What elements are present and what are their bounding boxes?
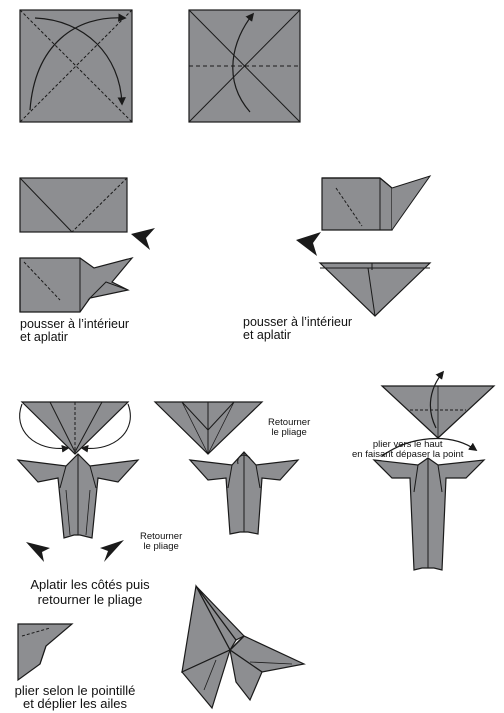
push-arrow-icon <box>26 542 50 562</box>
step-3-rectangle-squash <box>20 178 155 312</box>
step-1-square-diagonal-folds <box>20 10 132 122</box>
step-7-triangle-fold-up <box>382 372 494 438</box>
step-8b-butterfly-flipped <box>190 452 298 534</box>
step-11-finished-butterfly <box>182 586 304 708</box>
step-4-caption: pousser à l’intérieur et aplatir <box>243 316 352 342</box>
step-10-caption: plier selon le pointillé et déplier les … <box>0 684 150 710</box>
step-5-triangle-fold-corners <box>20 402 131 454</box>
push-arrow-icon <box>296 232 321 256</box>
step-10-corner-detail <box>18 624 72 680</box>
push-arrow-icon <box>131 228 155 250</box>
step-4-rectangle-squash <box>296 176 430 316</box>
step-3-caption: pousser à l’intérieur et aplatir <box>20 318 129 344</box>
step-6-triangle-folded <box>155 402 262 454</box>
step-9-caption: Aplatir les côtés puis retourner le plia… <box>0 577 180 607</box>
step-6-caption: Retourner le pliage <box>268 418 310 438</box>
step-8-caption: Retourner le pliage <box>140 532 182 552</box>
step-2-square-horizontal-fold <box>189 10 300 122</box>
step-8-butterfly-base <box>18 454 138 562</box>
push-arrow-icon <box>100 540 124 562</box>
